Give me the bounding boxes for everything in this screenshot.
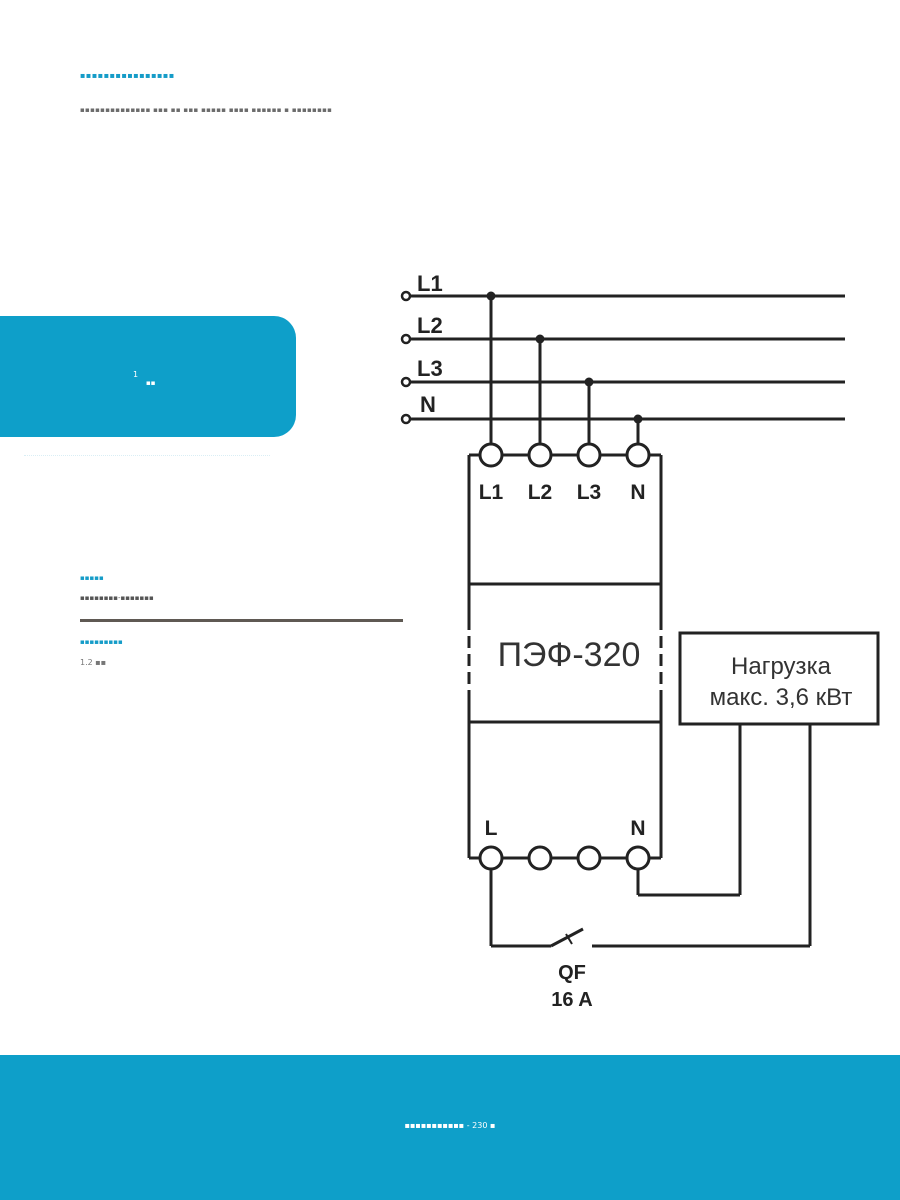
- footer-bar: [0, 1055, 900, 1200]
- junction-dot-n: [633, 414, 643, 424]
- junction-dot-l1: [486, 291, 496, 301]
- input-terminal-l1: [400, 290, 412, 302]
- top-terminal-label-n: N: [630, 481, 645, 504]
- info-panel: [0, 316, 296, 437]
- supply-label-l1: L1: [417, 271, 443, 296]
- spec-label-2: ▪▪▪▪▪▪▪▪▪: [80, 638, 123, 646]
- supply-label-l2: L2: [417, 313, 443, 338]
- footer-text: ▪▪▪▪▪▪▪▪▪▪▪ - 230 ▪: [404, 1121, 496, 1130]
- top-terminal-l2: [527, 442, 553, 468]
- spec-label-1: ▪▪▪▪▪: [80, 574, 104, 582]
- top-terminal-label-l2: L2: [528, 481, 553, 504]
- load-box: [678, 631, 880, 726]
- top-terminal-n: [625, 442, 651, 468]
- spec-value-2: 1.2 ▪▪: [80, 658, 107, 667]
- device-name: ПЭФ-320: [498, 636, 641, 674]
- breaker-rating: 16 A: [551, 989, 593, 1011]
- panel-superscript: 1: [133, 370, 139, 379]
- bottom-terminal-2: [527, 845, 553, 871]
- input-terminal-l2: [400, 333, 412, 345]
- input-terminal-l3: [400, 376, 412, 388]
- junction-dot-l3: [584, 377, 594, 387]
- spec-value-1: ▪▪▪▪▪▪▪▪-▪▪▪▪▪▪▪: [80, 594, 154, 602]
- panel-dotted-rule: [24, 455, 270, 459]
- top-terminal-l1: [478, 442, 504, 468]
- bottom-terminal-label-l: L: [485, 817, 498, 840]
- bottom-terminal-l: [478, 845, 504, 871]
- spec-divider: [80, 619, 403, 622]
- top-terminal-label-l3: L3: [577, 481, 602, 504]
- bottom-terminal-n: [625, 845, 651, 871]
- breaker-stub: [565, 933, 573, 945]
- load-line-2: макс. 3,6 кВт: [710, 684, 853, 711]
- page-description: ▪▪▪▪▪▪▪▪▪▪▪▪▪▪ ▪▪▪ ▪▪ ▪▪▪ ▪▪▪▪▪ ▪▪▪▪ ▪▪▪…: [80, 106, 333, 114]
- load-line-1: Нагрузка: [731, 653, 832, 680]
- page-heading: ▪▪▪▪▪▪▪▪▪▪▪▪▪▪▪▪: [80, 71, 175, 80]
- breaker-name: QF: [558, 962, 586, 984]
- bottom-terminal-3: [576, 845, 602, 871]
- top-terminal-label-l1: L1: [479, 481, 504, 504]
- top-terminal-l3: [576, 442, 602, 468]
- supply-label-l3: L3: [417, 356, 443, 381]
- input-terminal-n: [400, 413, 412, 425]
- bottom-terminal-label-n: N: [630, 817, 645, 840]
- junction-dot-l2: [535, 334, 545, 344]
- panel-unit: ▪▪: [146, 379, 156, 387]
- supply-label-n: N: [420, 392, 436, 417]
